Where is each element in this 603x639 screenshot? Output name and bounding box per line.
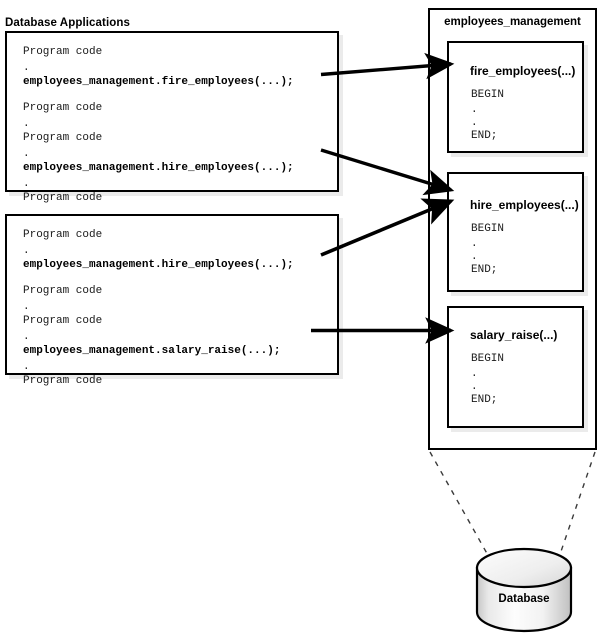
procedure-body-line: END; [471,130,498,142]
procedure-body-line: . [471,368,478,380]
code-line: . [23,361,30,373]
code-line: Program code [23,102,103,114]
application-box-2: Program code. employees_management.hire_e… [5,214,339,387]
procedure-body-fire-employees: BEGIN..END; [471,88,504,144]
application-code-2: Program code. employees_management.hire_e… [23,227,294,389]
code-line: . [23,178,30,190]
code-line: Program code [23,192,103,204]
procedure-body-line: BEGIN [471,89,505,101]
code-line: Program code [23,46,103,58]
procedure-name-hire-employees: hire_employees(...) [470,198,579,212]
code-line: Program code [23,132,103,144]
procedure-body-line: BEGIN [471,223,505,235]
database-applications-caption: Database Applications [5,17,131,29]
procedure-box-fire-employees: fire_employees(...) BEGIN..END; [447,41,584,153]
procedure-body-line: . [471,381,478,393]
code-line: . [23,245,30,257]
code-line-call: employees_management.salary_raise(...); [23,345,281,357]
procedure-body-line: . [471,104,478,116]
application-code-1: Program code. employees_management.fire_e… [23,44,294,206]
code-line: Program code [23,229,103,241]
code-line: . [23,148,30,160]
application-box-1: Program code. employees_management.fire_e… [5,31,339,204]
code-line [23,90,294,100]
code-line: . [23,118,30,130]
code-line-call: employees_management.fire_employees(...)… [23,76,294,88]
code-line [23,273,294,283]
dashed-guide-right [555,451,596,567]
code-line: Program code [23,285,103,297]
procedure-body-line: BEGIN [471,353,505,365]
procedure-box-salary-raise: salary_raise(...) BEGIN..END; [447,306,584,428]
database-label: Database [498,593,550,605]
procedure-body-hire-employees: BEGIN..END; [471,222,504,278]
procedure-body-line: END; [471,264,498,276]
procedure-body-line: . [471,238,478,250]
code-line: Program code [23,375,103,387]
procedure-box-hire-employees: hire_employees(...) BEGIN..END; [447,172,584,292]
code-line-call: employees_management.hire_employees(...)… [23,162,294,174]
database-cylinder [475,547,573,633]
code-line: . [23,62,30,74]
procedure-name-fire-employees: fire_employees(...) [470,64,576,78]
procedure-body-salary-raise: BEGIN..END; [471,352,504,408]
procedure-body-line: . [471,117,478,129]
code-line: . [23,301,30,313]
dashed-guide-left [429,451,495,567]
procedure-body-line: . [471,251,478,263]
procedure-body-line: END; [471,394,498,406]
code-line: . [23,331,30,343]
code-line-call: employees_management.hire_employees(...)… [23,259,294,271]
procedure-name-salary-raise: salary_raise(...) [470,328,558,342]
code-line: Program code [23,315,103,327]
package-title: employees_management [444,16,581,28]
